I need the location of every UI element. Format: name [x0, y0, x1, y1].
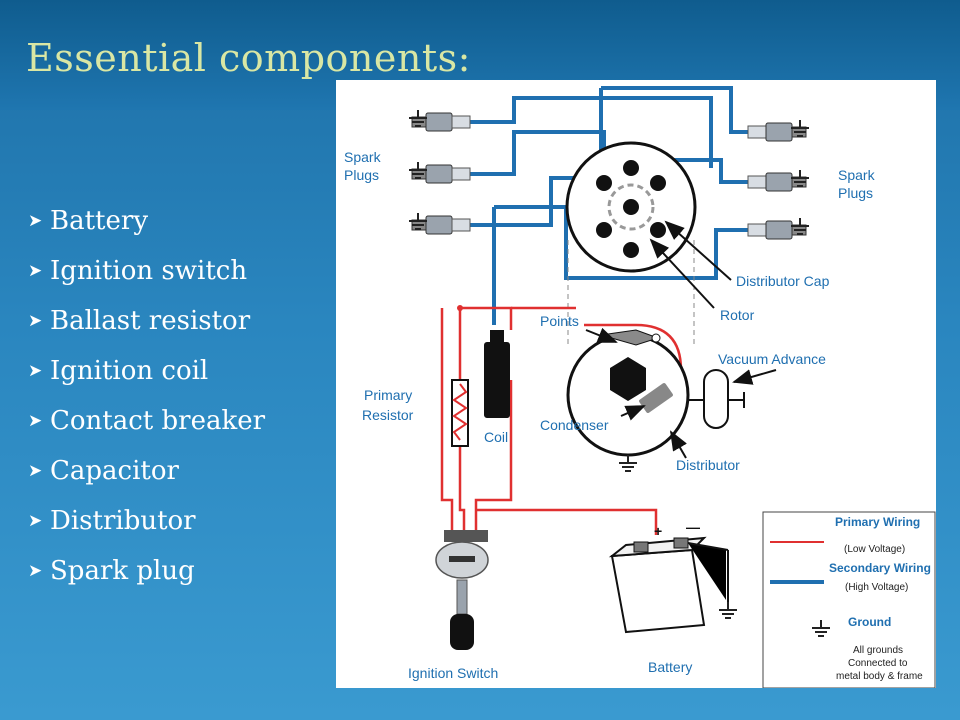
battery-icon	[608, 536, 729, 634]
condenser-label: Condenser	[540, 417, 609, 433]
ignition-switch-label: Ignition Switch	[408, 665, 498, 681]
legend-secondary-title: Secondary Wiring	[829, 561, 931, 575]
points-label: Points	[540, 313, 579, 329]
arrow-bullet-icon: ➤	[28, 411, 43, 431]
vacuum-advance-label: Vacuum Advance	[718, 351, 826, 367]
list-item: ➤ Battery	[28, 196, 265, 246]
component-list: ➤ Battery ➤ Ignition switch ➤ Ballast resis…	[28, 196, 265, 596]
distributor-body-icon	[566, 329, 690, 457]
list-item-label: Ignition switch	[50, 256, 248, 286]
battery-negative-label: —	[686, 519, 700, 535]
wire-junction-icon	[457, 305, 463, 311]
ignition-coil-icon	[484, 330, 510, 418]
wiring-diagram-svg: Spark Plugs Spark Plugs Distributor Cap …	[344, 86, 936, 688]
ground-icon	[718, 601, 738, 619]
list-item-label: Distributor	[50, 506, 196, 536]
projection-lines	[567, 240, 695, 348]
primary-resistor-label: Primary	[364, 387, 412, 403]
distributor-label: Distributor	[676, 457, 740, 473]
legend-primary-note: (Low Voltage)	[844, 544, 905, 555]
arrow-bullet-icon: ➤	[28, 311, 43, 331]
list-item-label: Ballast resistor	[50, 306, 251, 336]
list-item: ➤ Capacitor	[28, 446, 265, 496]
arrow-bullet-icon: ➤	[28, 461, 43, 481]
spark-plugs-left-label: Spark	[344, 149, 382, 165]
arrow-bullet-icon: ➤	[28, 361, 43, 381]
spark-plugs-right-label: Plugs	[838, 185, 873, 201]
list-item-label: Battery	[50, 206, 149, 236]
list-item: ➤ Contact breaker	[28, 396, 265, 446]
primary-resistor-label: Resistor	[362, 407, 414, 423]
legend-secondary-note: (High Voltage)	[845, 582, 908, 593]
list-item-label: Contact breaker	[50, 406, 266, 436]
battery-label: Battery	[648, 659, 692, 675]
list-item: ➤ Ignition coil	[28, 346, 265, 396]
primary-wiring	[440, 306, 683, 535]
distributor-cap-icon	[565, 141, 697, 273]
arrow-bullet-icon: ➤	[28, 211, 43, 231]
list-item: ➤ Ballast resistor	[28, 296, 265, 346]
list-item-label: Spark plug	[50, 556, 195, 586]
legend: Primary Wiring (Low Voltage) Secondary W…	[762, 511, 936, 688]
list-item: ➤ Spark plug	[28, 546, 265, 596]
arrow-bullet-icon: ➤	[28, 511, 43, 531]
list-item: ➤ Distributor	[28, 496, 265, 546]
leader-arrows	[585, 220, 777, 459]
distributor-cap-label: Distributor Cap	[736, 273, 830, 289]
ground-icon	[618, 454, 638, 472]
list-item-label: Capacitor	[50, 456, 179, 486]
primary-resistor-icon	[451, 379, 469, 447]
ignition-wiring-diagram: Spark Plugs Spark Plugs Distributor Cap …	[336, 80, 936, 688]
legend-ground-note: Connected to	[848, 658, 908, 669]
legend-primary-title: Primary Wiring	[835, 515, 920, 529]
legend-ground-note: All grounds	[853, 645, 903, 656]
coil-label: Coil	[484, 429, 508, 445]
list-item: ➤ Ignition switch	[28, 246, 265, 296]
secondary-wiring	[470, 86, 748, 325]
vacuum-advance-icon	[688, 369, 745, 429]
spark-plugs-right-label: Spark	[838, 167, 876, 183]
legend-ground-title: Ground	[848, 615, 891, 629]
battery-positive-label: +	[654, 523, 662, 539]
ignition-switch-icon	[435, 530, 489, 650]
list-item-label: Ignition coil	[50, 356, 209, 386]
spark-plugs-left-label: Plugs	[344, 167, 379, 183]
arrow-bullet-icon: ➤	[28, 561, 43, 581]
slide-title: Essential components:	[26, 36, 471, 80]
legend-ground-note: metal body & frame	[836, 671, 923, 682]
arrow-bullet-icon: ➤	[28, 261, 43, 281]
rotor-label: Rotor	[720, 307, 755, 323]
